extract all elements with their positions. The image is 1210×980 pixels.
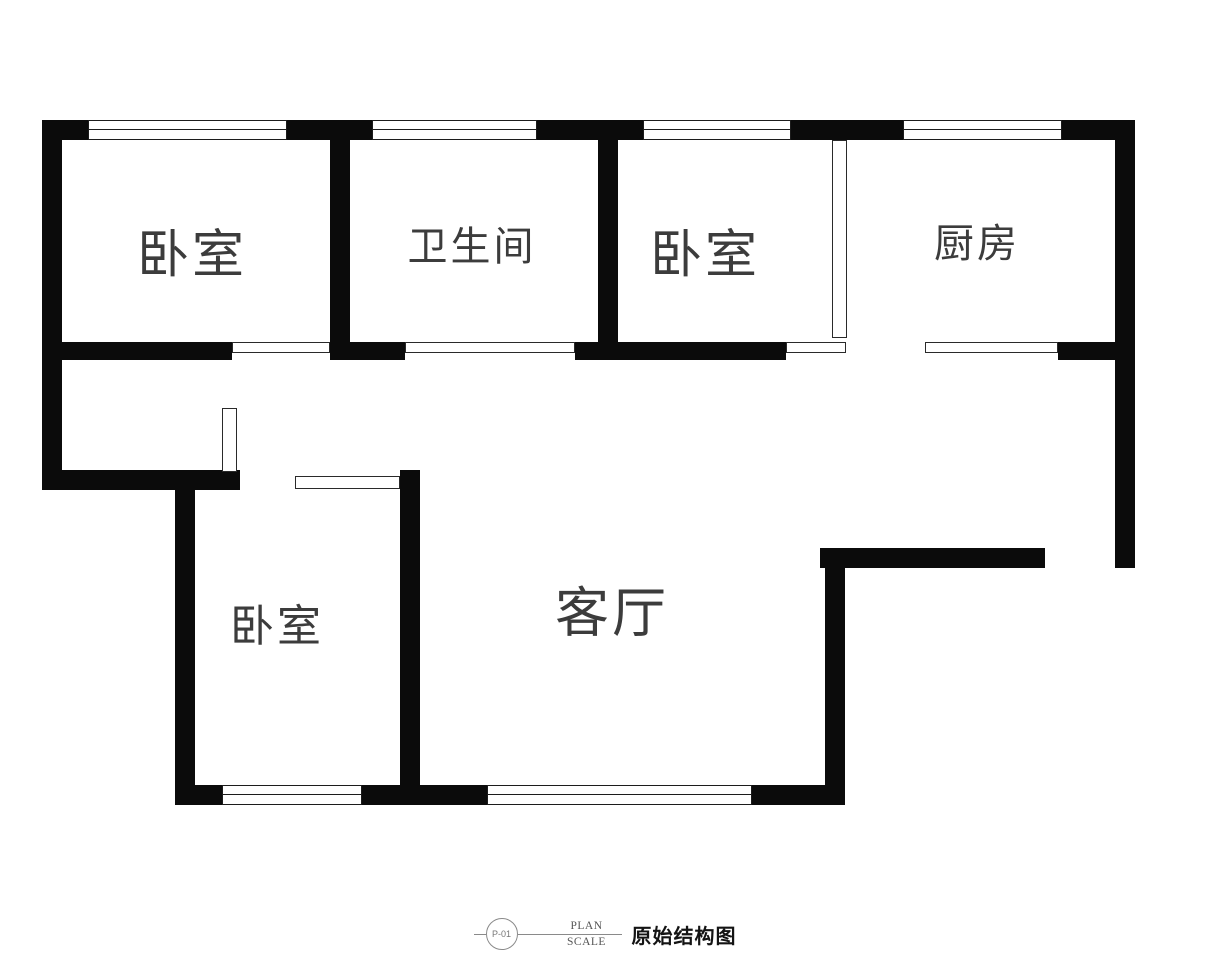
exterior-wall-top (42, 120, 1135, 140)
bedroom3-living-room-wall (400, 470, 420, 805)
room-label-kitchen: 厨房 (934, 222, 1020, 266)
bedroom3-left-wall (175, 470, 195, 805)
scale-word-plan: PLAN (570, 919, 603, 932)
exterior-wall-left (42, 120, 62, 490)
exterior-wall-right (1115, 120, 1135, 568)
scale-fraction-bar (551, 933, 622, 935)
window-bedroom-2 (643, 120, 791, 140)
drawing-number-bubble: P-01 (485, 918, 518, 950)
bedroom2-bottom-wall (618, 342, 786, 360)
title-block-line-left (473, 933, 486, 935)
mid-horizontal-wall (820, 548, 1045, 568)
bathroom-bottom-wall-right (575, 342, 618, 360)
window-bathroom (372, 120, 537, 140)
window-living-room (487, 785, 752, 805)
room-label-living-room: 客厅 (555, 583, 669, 644)
bedroom1-bathroom-wall (330, 140, 350, 360)
kitchen-bottom-wall-right (1058, 342, 1115, 360)
title-block-line-mid (517, 933, 552, 935)
bathroom-bedroom2-wall (598, 140, 618, 360)
room-label-bedroom-3: 卧室 (230, 602, 324, 651)
window-kitchen (903, 120, 1062, 140)
exterior-wall-left-notch (42, 470, 240, 490)
room-label-bedroom-2: 卧室 (649, 226, 761, 285)
door-opening-bedroom-1 (232, 342, 330, 353)
door-jamb-hallway (222, 408, 237, 472)
window-bedroom-3 (222, 785, 362, 805)
window-bedroom-1 (88, 120, 287, 140)
room-label-bedroom-1: 卧室 (136, 226, 248, 285)
scale-word-scale: SCALE (567, 936, 606, 948)
drawing-title: 原始结构图 (631, 925, 737, 948)
title-block: P-01 PLAN SCALE 原始结构图 (0, 918, 1210, 950)
door-opening-bedroom-3 (295, 476, 400, 489)
scale-label: PLAN SCALE (551, 919, 622, 948)
bedroom1-bottom-wall (62, 342, 232, 360)
door-opening-bedroom-2 (786, 342, 846, 353)
room-label-bathroom: 卫生间 (407, 225, 537, 269)
living-room-right-wall (825, 548, 845, 805)
partition-bedroom2-kitchen (832, 140, 847, 338)
drawing-number: P-01 (491, 929, 511, 939)
bathroom-bottom-wall-left (350, 342, 405, 360)
door-opening-bathroom (405, 342, 575, 353)
door-opening-kitchen (925, 342, 1058, 353)
